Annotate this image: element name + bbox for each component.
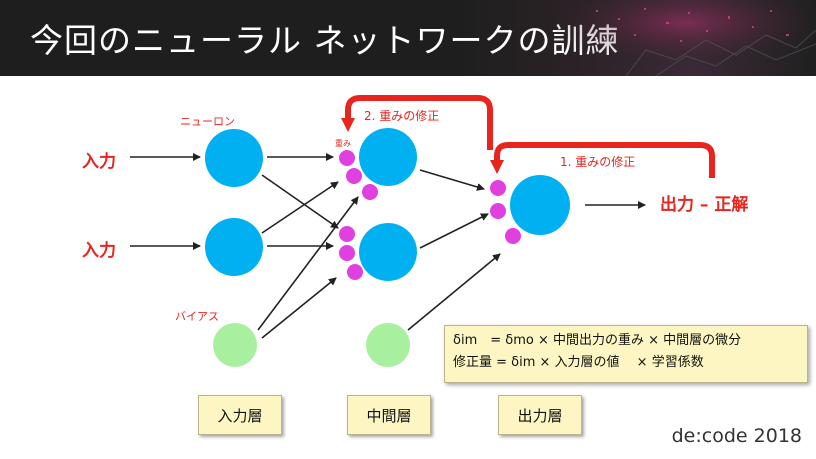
arrow-in1-to-hid2 — [261, 174, 339, 229]
input-label-1: 入力 — [82, 152, 116, 172]
input-bias-node — [213, 323, 257, 367]
arrow-in2-to-hid1 — [261, 181, 339, 234]
red-arrow-fix-2 — [341, 95, 493, 150]
arrow-bias-to-hid2 — [261, 277, 337, 339]
arrow-bias-to-hid1 — [257, 196, 359, 331]
output-label: 出力 – 正解 — [660, 195, 749, 215]
title-bar: 今回のニューラル ネットワークの訓練 — [0, 0, 816, 76]
weight-node — [490, 180, 506, 196]
formula-note: δim = δmo × 中間出力の重み × 中間層の微分 修正量 = δim ×… — [444, 325, 808, 383]
arrow-hid1-to-out — [419, 169, 485, 191]
weight-label: 重み — [335, 139, 351, 148]
output-neuron — [510, 175, 570, 235]
bias-label: バイアス — [175, 310, 219, 323]
fix-label-2: 2. 重みの修正 — [364, 109, 440, 123]
hidden-bias-node — [366, 323, 410, 367]
input-neuron-1 — [205, 129, 263, 187]
output-layer-box: 出力層 — [498, 395, 582, 435]
hidden-neuron-2 — [359, 223, 417, 281]
input-label-2: 入力 — [82, 241, 116, 261]
slide-title: 今回のニューラル ネットワークの訓練 — [30, 21, 620, 60]
city-lights-decoration — [556, 0, 816, 76]
formula-line-2: 修正量 = δim × 入力層の値 × 学習係数 — [453, 355, 704, 370]
arrow-hid2-to-out — [419, 213, 489, 249]
weight-node — [505, 228, 521, 244]
fix-label-1: 1. 重みの修正 — [560, 155, 636, 169]
red-arrow-fix-1 — [490, 142, 715, 178]
weight-node — [346, 168, 362, 184]
neuron-label: ニューロン — [180, 115, 235, 128]
weight-node — [347, 264, 363, 280]
weight-node — [362, 184, 378, 200]
weight-node — [490, 203, 506, 219]
weight-node — [339, 226, 355, 242]
hidden-neuron-1 — [359, 128, 417, 186]
weight-node — [339, 150, 355, 166]
input-neuron-2 — [205, 218, 263, 276]
event-footer: de:code 2018 — [671, 425, 802, 447]
arrow-hbias-to-out — [407, 253, 501, 331]
weight-node — [339, 245, 355, 261]
input-layer-box: 入力層 — [198, 395, 282, 435]
formula-line-1: δim = δmo × 中間出力の重み × 中間層の微分 — [453, 333, 742, 348]
hidden-layer-box: 中間層 — [347, 395, 431, 435]
